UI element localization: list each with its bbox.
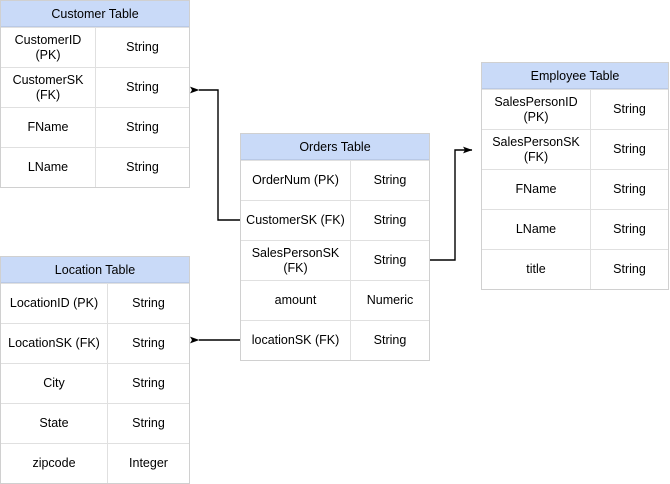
field-type: String <box>132 336 165 351</box>
field-name: LocationID (PK) <box>1 284 108 323</box>
field-type: String <box>126 160 159 175</box>
field-name: OrderNum (PK) <box>241 161 351 200</box>
field-type: String <box>613 222 646 237</box>
entity-table-customer[interactable]: Customer Table CustomerID (PK) String Cu… <box>0 0 190 188</box>
table-title-location: Location Table <box>1 257 189 283</box>
table-title-employee: Employee Table <box>482 63 668 89</box>
field-type: String <box>373 213 407 228</box>
table-row[interactable]: LName String <box>1 147 189 187</box>
field-type: String <box>613 182 646 197</box>
field-type: String <box>373 253 407 268</box>
entity-table-location[interactable]: Location Table LocationID (PK) String Lo… <box>0 256 190 484</box>
field-type: String <box>126 120 159 135</box>
table-title-orders: Orders Table <box>241 134 429 160</box>
field-name: LName <box>482 210 591 249</box>
field-name: CustomerSK (FK) <box>241 201 351 240</box>
entity-table-orders[interactable]: Orders Table OrderNum (PK) String Custom… <box>240 133 430 361</box>
field-name: zipcode <box>1 444 108 483</box>
table-row[interactable]: title String <box>482 249 668 289</box>
field-name: locationSK (FK) <box>241 321 351 360</box>
field-type: Integer <box>129 456 168 471</box>
table-row[interactable]: SalesPersonID (PK) String <box>482 89 668 129</box>
field-name: SalesPersonSK (FK) <box>482 130 591 169</box>
field-name: FName <box>1 108 96 147</box>
field-name: SalesPersonSK (FK) <box>241 241 351 280</box>
connector-orders-employee <box>430 146 473 261</box>
table-row[interactable]: OrderNum (PK) String <box>241 160 429 200</box>
field-type: String <box>613 102 646 117</box>
table-title-customer: Customer Table <box>1 1 189 27</box>
connector-orders-customer <box>190 86 240 221</box>
field-name: LName <box>1 148 96 187</box>
table-row[interactable]: SalesPersonSK (FK) String <box>482 129 668 169</box>
table-row[interactable]: FName String <box>482 169 668 209</box>
field-type: String <box>132 416 165 431</box>
field-name: CustomerSK (FK) <box>1 68 96 107</box>
field-name: SalesPersonID (PK) <box>482 90 591 129</box>
field-type: Numeric <box>366 293 414 308</box>
table-row[interactable]: CustomerSK (FK) String <box>1 67 189 107</box>
field-name: FName <box>482 170 591 209</box>
entity-table-employee[interactable]: Employee Table SalesPersonID (PK) String… <box>481 62 669 290</box>
field-type: String <box>613 262 646 277</box>
field-type: String <box>373 333 407 348</box>
field-type: String <box>126 80 159 95</box>
field-name: CustomerID (PK) <box>1 28 96 67</box>
table-row[interactable]: zipcode Integer <box>1 443 189 483</box>
field-name: LocationSK (FK) <box>1 324 108 363</box>
table-row[interactable]: LName String <box>482 209 668 249</box>
field-type: String <box>373 173 407 188</box>
field-name: City <box>1 364 108 403</box>
field-type: String <box>613 142 646 157</box>
field-type: String <box>132 296 165 311</box>
table-row[interactable]: CustomerSK (FK) String <box>241 200 429 240</box>
table-row[interactable]: LocationSK (FK) String <box>1 323 189 363</box>
table-row[interactable]: LocationID (PK) String <box>1 283 189 323</box>
table-row[interactable]: CustomerID (PK) String <box>1 27 189 67</box>
field-name: amount <box>241 281 351 320</box>
table-row[interactable]: amount Numeric <box>241 280 429 320</box>
field-name: State <box>1 404 108 443</box>
field-type: String <box>132 376 165 391</box>
table-row[interactable]: locationSK (FK) String <box>241 320 429 360</box>
table-row[interactable]: City String <box>1 363 189 403</box>
field-type: String <box>126 40 159 55</box>
field-name: title <box>482 250 591 289</box>
table-row[interactable]: SalesPersonSK (FK) String <box>241 240 429 280</box>
table-row[interactable]: State String <box>1 403 189 443</box>
table-row[interactable]: FName String <box>1 107 189 147</box>
